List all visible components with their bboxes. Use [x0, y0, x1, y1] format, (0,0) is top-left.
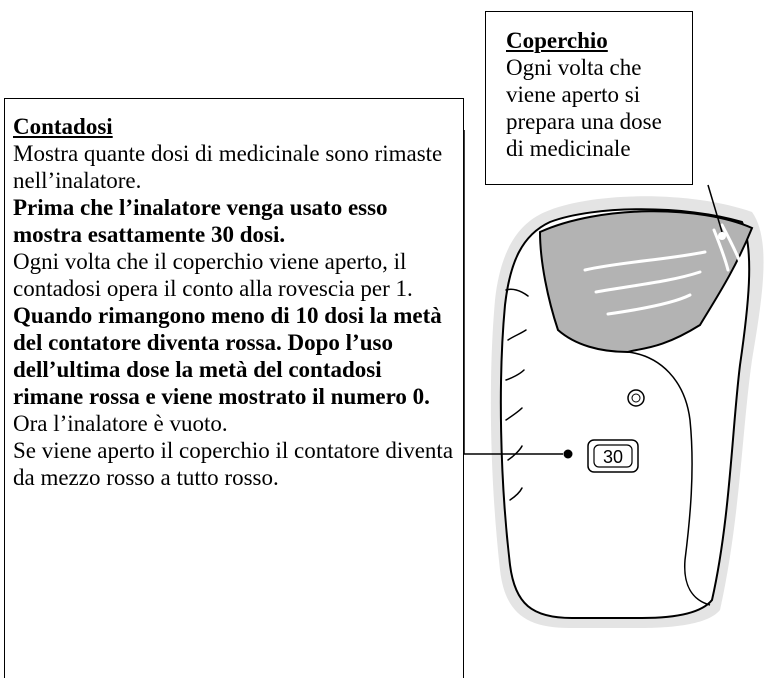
side-ridges — [505, 288, 529, 501]
counter-callout: Contadosi Mostra quante dosi di medicina… — [4, 98, 464, 678]
lid-callout-text: Ogni volta che viene aperto si prepara u… — [506, 55, 662, 161]
counter-callout-p5: Se viene aperto il coperchio il contator… — [13, 438, 454, 490]
counter-leader-dot — [563, 449, 573, 459]
lid-callout-title: Coperchio — [506, 28, 608, 53]
lid-callout: Coperchio Ogni volta che viene aperto si… — [485, 11, 693, 185]
counter-callout-p4: Quando rimangono meno di 10 dosi la metà… — [13, 302, 455, 437]
counter-leader-line — [463, 130, 563, 455]
counter-callout-p2: Prima che l’inalatore venga usato esso m… — [13, 195, 388, 247]
lid-leader-dot — [718, 232, 726, 240]
body-seam — [627, 351, 711, 606]
counter-callout-p3: Ogni volta che il coperchio viene aperto… — [13, 249, 413, 301]
counter-callout-p1: Mostra quante dosi di medicinale sono ri… — [13, 141, 443, 193]
counter-callout-p4-rest: Ora l’inalatore è vuoto. — [13, 411, 228, 436]
counter-callout-p4-bold: Quando rimangono meno di 10 dosi la metà… — [13, 303, 442, 409]
lid-grip-lines — [583, 223, 742, 316]
inhaler-illustration: 30 — [463, 130, 764, 628]
lid — [538, 210, 754, 354]
counter-callout-title: Contadosi — [13, 114, 113, 139]
lid-leader-line — [707, 184, 723, 233]
dose-counter-number: 30 — [603, 447, 623, 467]
